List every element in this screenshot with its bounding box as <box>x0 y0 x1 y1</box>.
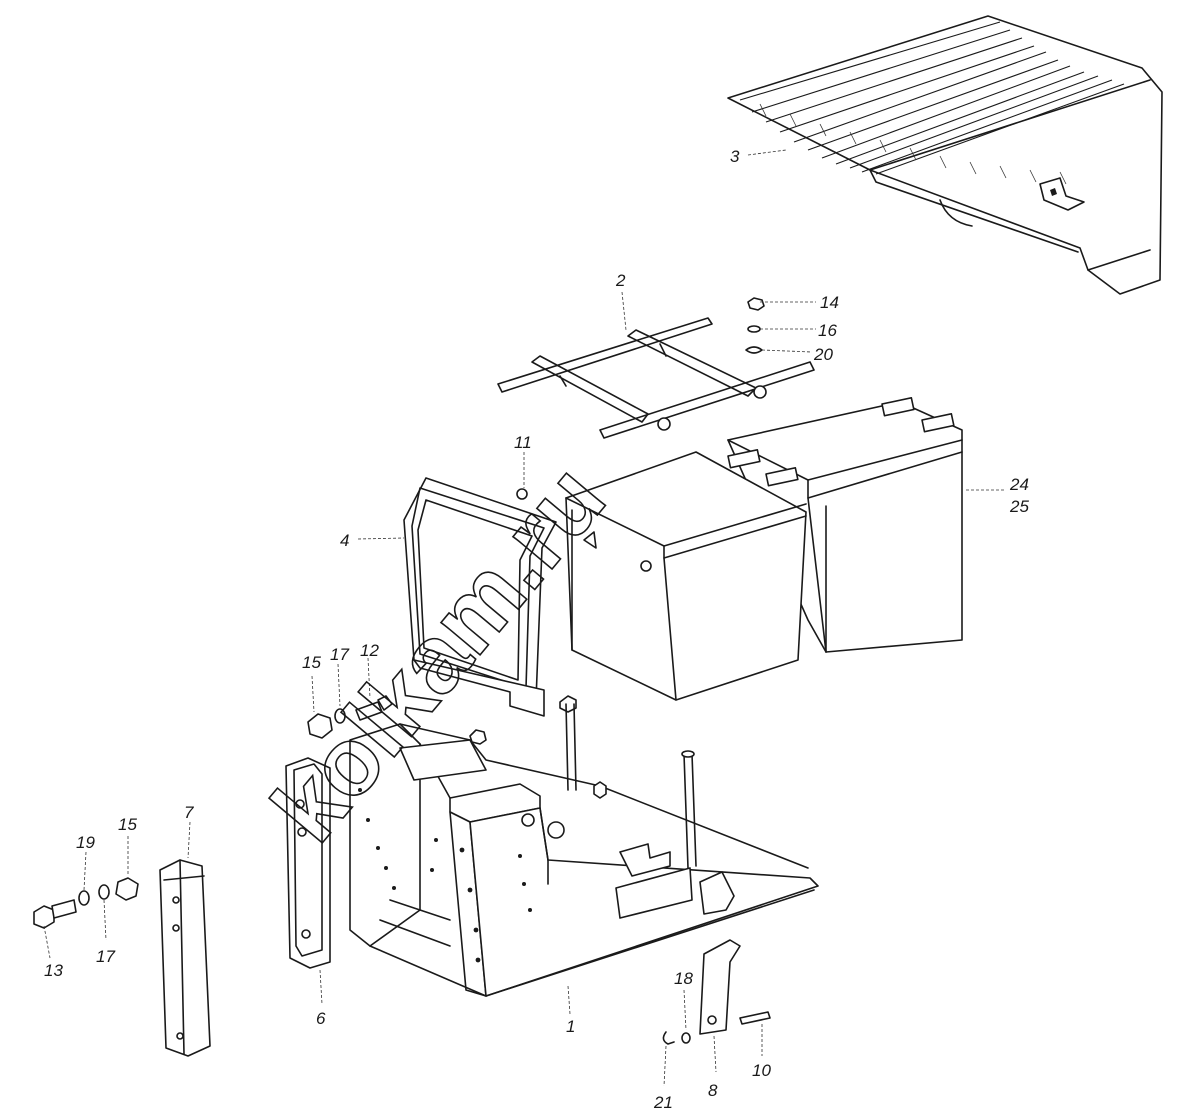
callout-2: 2 <box>615 271 626 290</box>
part-4-side-plate <box>403 477 557 717</box>
callout-6: 6 <box>316 1009 326 1028</box>
callout-17-upper: 17 <box>330 645 349 664</box>
callout-13: 13 <box>44 961 63 980</box>
callout-7: 7 <box>184 803 194 822</box>
callout-4: 4 <box>340 531 349 550</box>
callout-21: 21 <box>653 1093 673 1112</box>
callout-15-upper: 15 <box>302 653 321 672</box>
callout-8: 8 <box>708 1081 718 1100</box>
callout-15-lower: 15 <box>118 815 137 834</box>
leader-lines <box>43 149 1004 1087</box>
fasteners-15-17-12-upper <box>307 695 577 739</box>
callout-14: 14 <box>820 293 839 312</box>
part-8-clamp-lever <box>662 939 771 1045</box>
part-24-25-batteries <box>565 396 963 701</box>
part-2-hold-down-frame <box>497 317 815 439</box>
callout-12: 12 <box>360 641 379 660</box>
part-6-strip-bracket <box>285 757 331 969</box>
callout-24: 24 <box>1009 475 1029 494</box>
callout-labels: 1 2 3 4 6 7 8 10 11 12 13 14 15 15 16 17… <box>44 147 1029 1112</box>
callout-16: 16 <box>818 321 837 340</box>
part-1-battery-box <box>349 703 819 997</box>
part-7-channel-bracket <box>159 859 211 1057</box>
callout-25: 25 <box>1009 497 1029 516</box>
part-3-cover <box>727 15 1163 295</box>
callout-10: 10 <box>752 1061 771 1080</box>
callout-17-lower: 17 <box>96 947 115 966</box>
callout-1: 1 <box>566 1017 575 1036</box>
fasteners-14-16-20 <box>745 297 765 354</box>
callout-11: 11 <box>514 433 532 452</box>
callout-3: 3 <box>730 147 740 166</box>
callout-18: 18 <box>674 969 693 988</box>
callout-20: 20 <box>813 345 833 364</box>
fasteners-13-19-17-15-lower <box>33 877 139 929</box>
callout-19: 19 <box>76 833 95 852</box>
